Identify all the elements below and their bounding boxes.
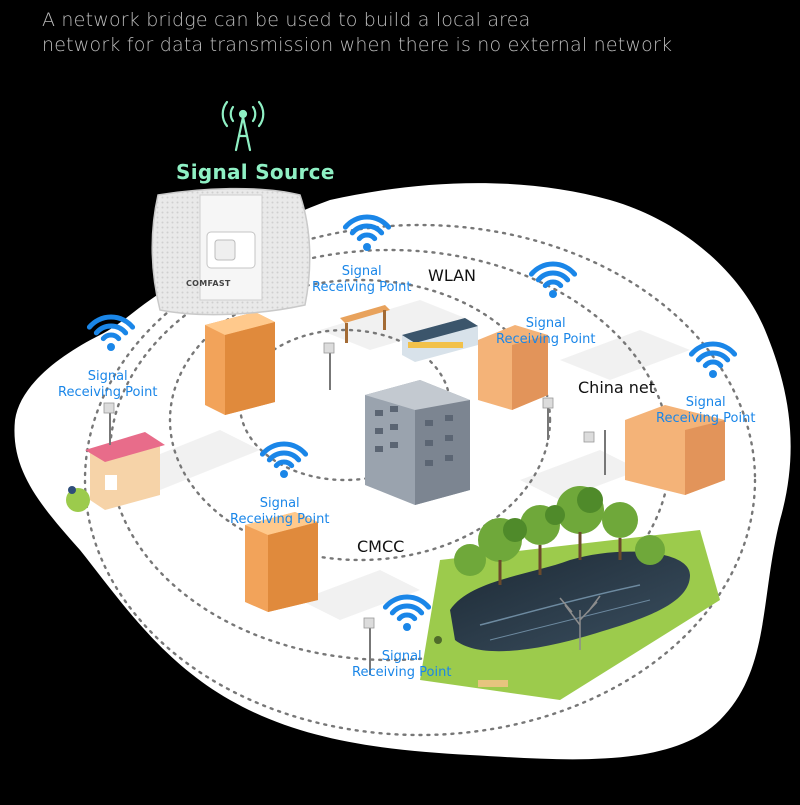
bus-stop	[340, 305, 478, 362]
wifi-icon	[86, 314, 136, 351]
cpe-device-icon	[151, 187, 311, 316]
intro-line-1: A network bridge can be used to build a …	[42, 9, 531, 31]
wifi-icon	[342, 214, 392, 251]
wifi-icon	[259, 441, 309, 478]
intro-line-2: network for data transmission when there…	[42, 34, 673, 56]
network-label-wlan: WLAN	[428, 266, 477, 285]
receiving-point-label: Signal Receiving Point	[656, 395, 756, 426]
receiving-point-label: Signal Receiving Point	[312, 264, 412, 295]
wifi-icon	[528, 261, 578, 298]
orange-buildings	[205, 312, 725, 612]
receiving-point-label: Signal Receiving Point	[230, 496, 330, 527]
network-label-cmcc: CMCC	[357, 537, 405, 556]
pole-radios	[103, 342, 595, 629]
office-building	[365, 380, 470, 505]
wifi-icon	[382, 594, 432, 631]
intro-text: A network bridge can be used to build a …	[42, 8, 672, 58]
shop	[66, 432, 165, 512]
receiving-point-label: Signal Receiving Point	[352, 649, 452, 680]
device-brand: COMFAST	[186, 279, 231, 288]
receiving-point-label: Signal Receiving Point	[496, 316, 596, 347]
receiving-point-label: Signal Receiving Point	[58, 369, 158, 400]
road-blocks	[120, 300, 690, 620]
wifi-icon	[688, 341, 738, 378]
signal-source-label: Signal Source	[176, 160, 335, 184]
network-label-china-net: China net	[578, 378, 656, 397]
park	[420, 486, 720, 700]
wifi-icons	[86, 214, 738, 631]
people	[68, 486, 508, 687]
antenna-tower-icon	[221, 100, 265, 152]
